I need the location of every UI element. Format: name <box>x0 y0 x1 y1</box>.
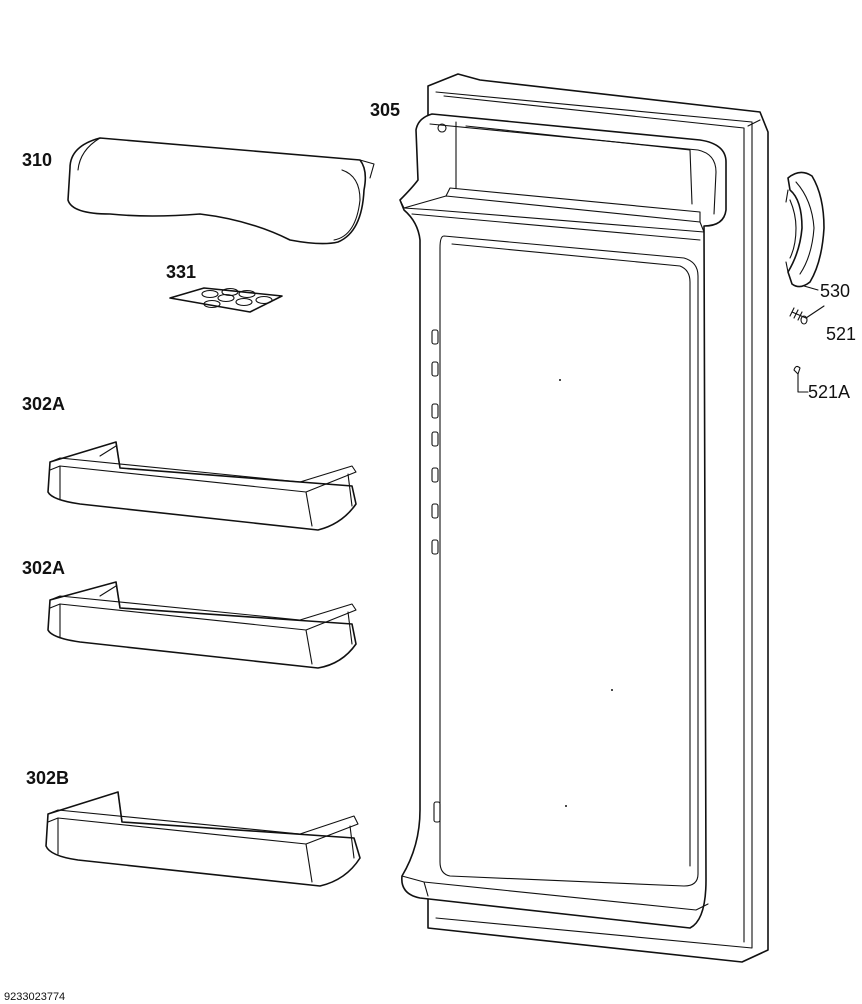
door-bin-lower <box>45 791 361 887</box>
label-331: 331 <box>166 262 196 282</box>
label-305: 305 <box>370 100 400 120</box>
label-302a-upper: 302A <box>22 394 65 414</box>
door-handle <box>785 171 825 291</box>
handle-screw <box>789 305 825 325</box>
label-521a: 521A <box>808 382 850 402</box>
egg-tray <box>169 287 283 313</box>
label-302b: 302B <box>26 768 69 788</box>
label-302a-middle: 302A <box>22 558 65 578</box>
drawing-number: 9233023774 <box>4 991 65 1003</box>
screw-cap <box>793 365 809 393</box>
door-assembly <box>399 73 769 963</box>
door-bin-upper <box>47 441 357 531</box>
door-bin-middle <box>47 581 357 669</box>
label-530: 530 <box>820 281 850 301</box>
label-310: 310 <box>22 150 52 170</box>
label-521: 521 <box>826 324 856 344</box>
dairy-cover <box>67 137 375 245</box>
